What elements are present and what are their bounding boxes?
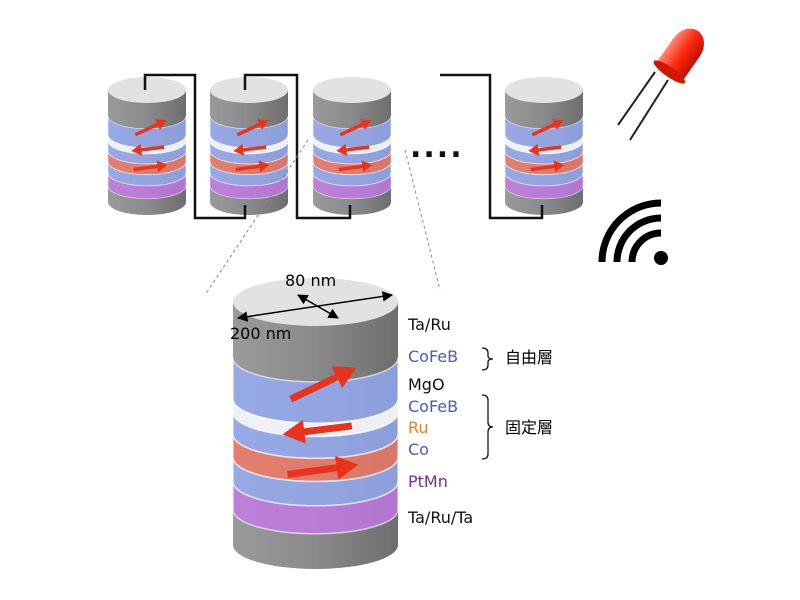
- magnetization-arrow: [256, 119, 269, 130]
- layer-label: Co: [408, 440, 429, 459]
- magnetization-arrow: [156, 160, 168, 173]
- layer-band: [209, 172, 289, 200]
- magnetization-arrow: [282, 419, 306, 444]
- magnetization-arrow: [361, 160, 373, 173]
- wiring: [143, 73, 544, 220]
- cylinder-top: [108, 77, 186, 103]
- dimension-arrows: [236, 291, 394, 322]
- layer-label: CoFeB: [408, 347, 459, 366]
- cylinder-top: [313, 77, 391, 103]
- magnetization-arrow: [553, 160, 565, 173]
- magnetization-arrow: [258, 160, 270, 173]
- layer-band: [107, 172, 187, 200]
- cylinder-top: [505, 77, 583, 103]
- magnetization-arrow: [331, 366, 357, 388]
- mtj-cell-1: [107, 77, 187, 215]
- layer-label: MgO: [408, 375, 445, 394]
- cylinder-top: [210, 77, 288, 103]
- magnetization-arrow: [334, 455, 359, 480]
- magnetization-arrow: [336, 143, 348, 156]
- layer-band: [312, 172, 392, 200]
- wireless-signal-icon: [598, 199, 668, 265]
- layer-label: Ta/Ru/Ta: [408, 508, 474, 527]
- magnetization-arrow: [528, 143, 540, 156]
- layer-label: Ru: [408, 418, 429, 437]
- magnetization-arrow: [154, 119, 167, 130]
- magnetization-arrow: [233, 143, 245, 156]
- mtj-cell-enlarged: [232, 278, 399, 569]
- length-label: 200 nm: [230, 324, 292, 343]
- ellipsis: ....: [410, 130, 464, 165]
- fixed-layer-label: 固定層: [505, 418, 554, 437]
- layer-label: PtMn: [408, 472, 448, 491]
- magnetization-arrow: [551, 119, 564, 130]
- led-icon: [617, 28, 704, 141]
- mtj-cell-4: [504, 77, 584, 215]
- mtj-cell-3: [312, 77, 392, 215]
- layer-label: CoFeB: [408, 397, 459, 416]
- width-label: 80 nm: [285, 271, 337, 290]
- free-layer-label: 自由層: [505, 348, 554, 367]
- layer-band: [504, 172, 584, 200]
- braces: [481, 347, 494, 460]
- layer-band: [232, 481, 399, 535]
- magnetization-arrow: [359, 119, 372, 130]
- magnetization-arrow: [131, 143, 143, 156]
- layer-label: Ta/Ru: [408, 315, 451, 334]
- mtj-cell-2: [209, 77, 289, 215]
- zoom-guide-lines: [204, 139, 441, 296]
